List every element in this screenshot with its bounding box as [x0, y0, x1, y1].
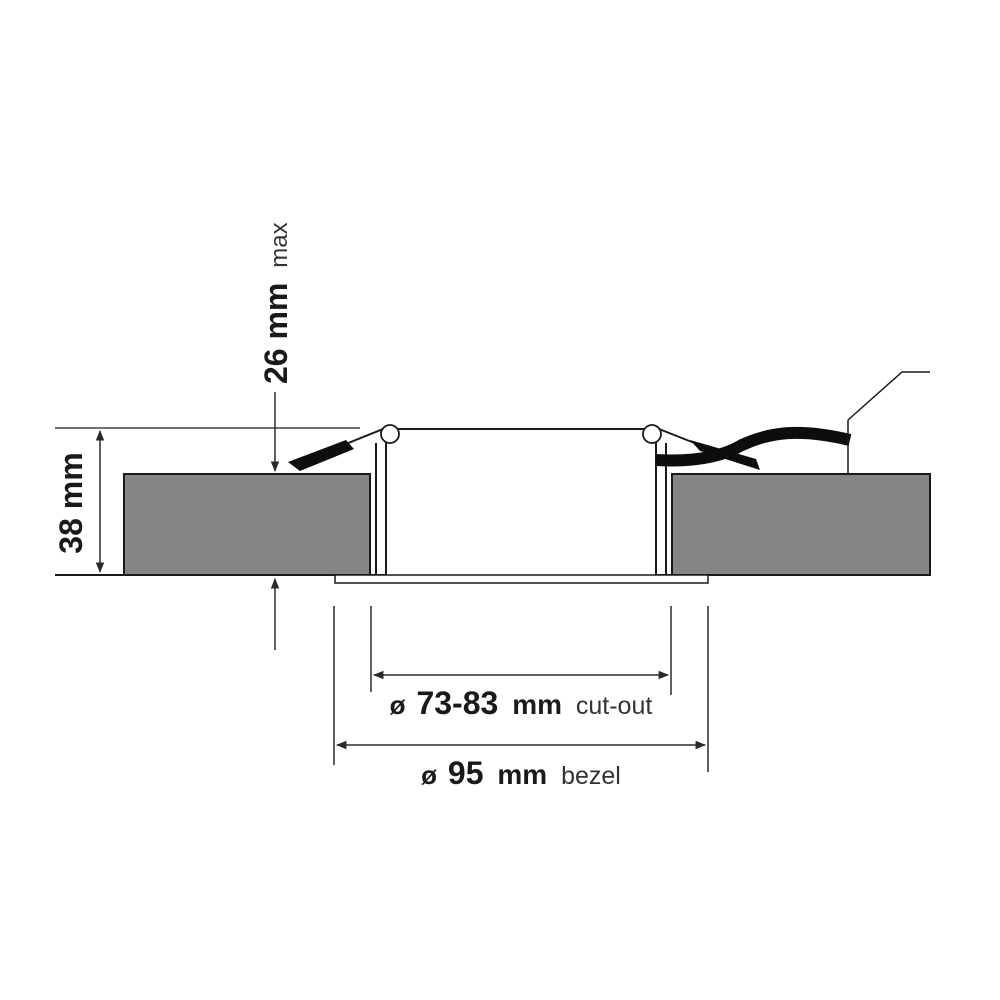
power-cable: [655, 426, 852, 467]
bezel-prefix: ø: [421, 760, 437, 790]
bezel-label: ø 95 mm bezel: [421, 755, 621, 791]
ceiling-panel-left: [123, 473, 371, 576]
clearance-value: 26 mm: [258, 283, 294, 384]
cutout-label: ø 73-83 mm cut-out: [390, 685, 653, 721]
bezel: [334, 574, 709, 584]
cable-leader: [847, 371, 930, 421]
bezel-unit: mm: [497, 759, 547, 790]
cutout-value: 73-83: [416, 685, 498, 721]
fixture-housing: [375, 428, 667, 577]
cutout-unit: mm: [512, 689, 562, 720]
depth-label: 38 mm: [53, 452, 89, 553]
bezel-suffix: bezel: [561, 762, 621, 790]
clearance-suffix: max: [266, 222, 293, 267]
spring-clip-left: [288, 424, 400, 471]
ceiling-panel-right: [671, 473, 931, 576]
bezel-value: 95: [448, 755, 484, 791]
cutout-suffix: cut-out: [576, 692, 652, 720]
cutout-prefix: ø: [390, 690, 406, 720]
clearance-label: 26 mm max: [258, 222, 294, 384]
